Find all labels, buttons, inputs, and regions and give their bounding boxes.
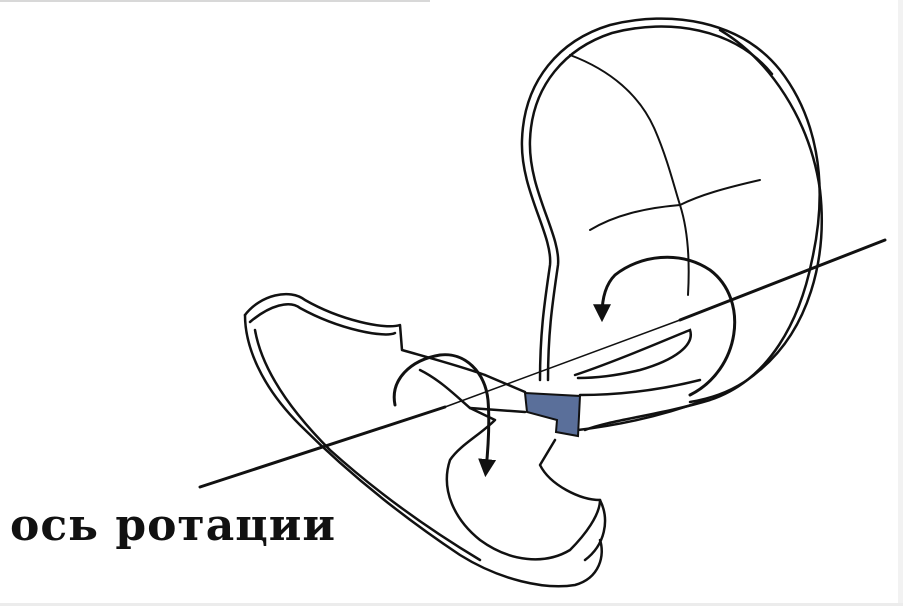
wing-detail-lines	[570, 55, 760, 295]
rotation-axis-line-through	[445, 320, 680, 407]
junction-outline	[470, 375, 705, 430]
rotation-axis-line	[200, 240, 885, 487]
joint-highlight	[525, 393, 580, 436]
iliac-wing-outline	[522, 19, 822, 430]
rotation-axis-caption: ось ротации	[10, 500, 336, 551]
